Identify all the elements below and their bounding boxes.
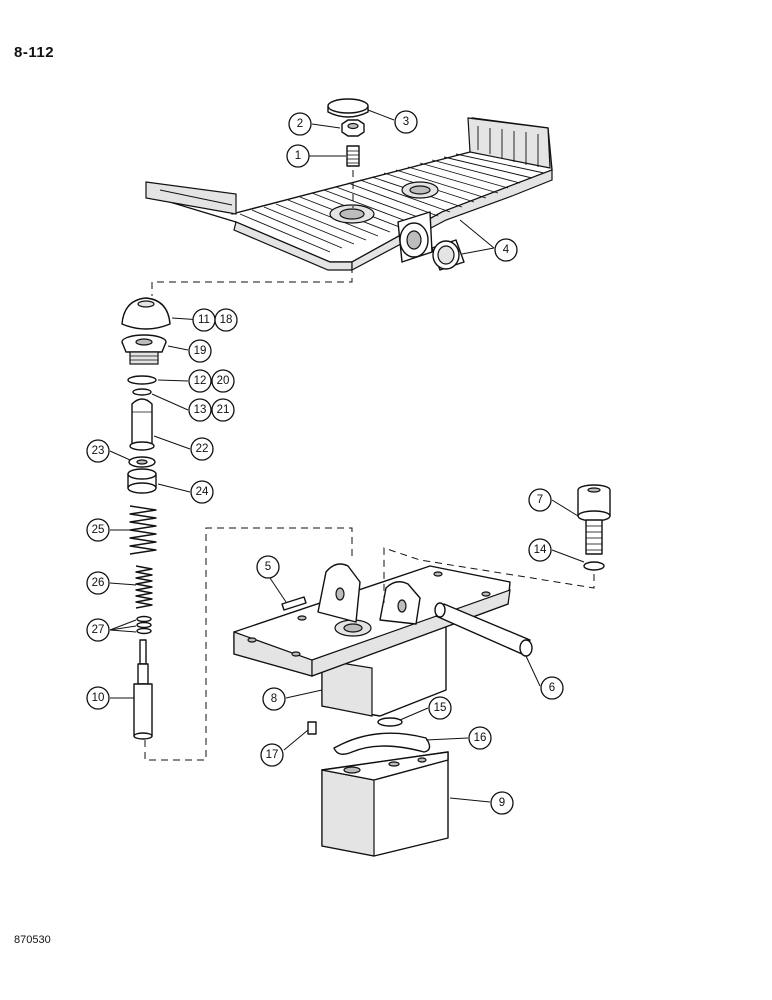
callout-11: 11 [192,308,216,332]
inner-spring [135,565,153,609]
callout-8-label: 8 [271,693,277,705]
pedal-assembly [145,117,553,271]
callout-24-label: 24 [196,486,209,498]
callout-13-label: 13 [194,404,207,416]
callout-12-label: 12 [194,375,207,387]
callout-27-label: 27 [92,624,105,636]
callout-15: 15 [428,696,452,720]
callout-20-label: 20 [217,375,230,387]
callout-14: 14 [528,538,552,562]
o-ring-upper [127,375,157,385]
callout-4-label: 4 [503,244,510,256]
shims [136,615,152,635]
callout-18-label: 18 [220,314,233,326]
callout-2-label: 2 [297,118,303,130]
bushing [431,239,465,271]
callout-3: 3 [394,110,418,134]
pedal-ribs [159,126,545,253]
callout-25-label: 25 [92,524,105,536]
callout-23: 23 [86,439,110,463]
valve-base [321,751,449,857]
callout-7: 7 [528,488,552,512]
o-ring-capscrew [583,561,605,571]
callout-23-label: 23 [92,445,105,457]
callout-21-label: 21 [217,404,230,416]
plug [121,334,167,365]
callout-1-label: 1 [295,150,301,162]
callout-10: 10 [86,686,110,710]
set-screw [346,145,360,167]
capscrew [577,484,611,555]
callout-5-label: 5 [265,561,271,573]
callout-24: 24 [190,480,214,504]
callout-6-label: 6 [549,682,555,694]
page-number: 8-112 [14,44,55,61]
callout-19: 19 [188,339,212,363]
callout-16-label: 16 [474,732,487,744]
dowel-pin [307,721,317,735]
callout-9-label: 9 [499,797,505,809]
roll-pin [281,596,307,611]
callout-2: 2 [288,112,312,136]
cap [327,98,369,118]
leader-lines [109,109,585,803]
callout-20: 20 [211,369,235,393]
callout-8: 8 [262,687,286,711]
callout-10-label: 10 [92,692,105,704]
dust-boot [121,297,171,330]
o-ring-base [377,717,403,727]
callout-18: 18 [214,308,238,332]
callout-9: 9 [490,791,514,815]
callout-4: 4 [494,238,518,262]
spool [133,639,153,740]
callout-17: 17 [260,743,284,767]
gasket [333,732,431,755]
callout-16: 16 [468,726,492,750]
callout-19-label: 19 [194,345,207,357]
callout-6: 6 [540,676,564,700]
callout-22: 22 [190,437,214,461]
callout-7-label: 7 [537,494,543,506]
nut [341,119,365,137]
washer [128,456,156,468]
callout-3-label: 3 [403,116,409,128]
spring-seat [127,468,157,494]
callout-26-label: 26 [92,577,105,589]
figure-number: 870530 [14,934,51,946]
callout-13: 13 [188,398,212,422]
plunger [129,398,155,451]
valve-body [233,563,511,717]
callout-15-label: 15 [434,702,447,714]
callout-21: 21 [211,398,235,422]
pivot-pin [434,602,533,657]
callout-25: 25 [86,518,110,542]
callout-27: 27 [86,618,110,642]
callout-11-label: 11 [198,314,210,326]
callout-26: 26 [86,571,110,595]
callout-12: 12 [188,369,212,393]
callout-14-label: 14 [534,544,547,556]
outer-spring [129,505,157,555]
callout-17-label: 17 [266,749,279,761]
callout-22-label: 22 [196,443,209,455]
o-ring-lower [132,388,152,396]
callout-5: 5 [256,555,280,579]
callout-1: 1 [286,144,310,168]
